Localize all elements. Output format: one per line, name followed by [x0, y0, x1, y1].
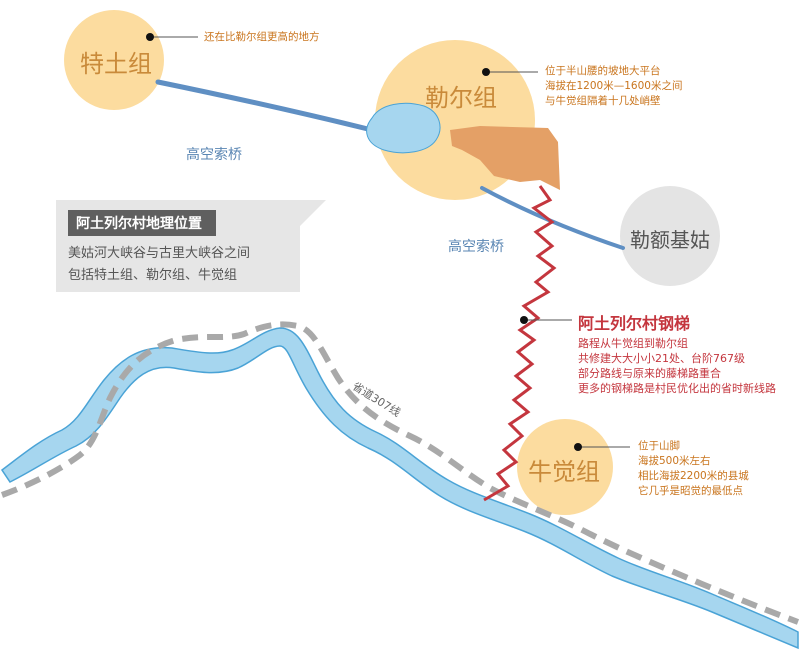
ladder-note-line: 路程从牛觉组到勒尔组: [578, 337, 688, 350]
niujue-note-line: 它几乎是昭觉的最低点: [638, 485, 743, 497]
niujue-label: 牛觉组: [528, 458, 600, 486]
leer-note-line: 海拔在1200米—1600米之间: [545, 80, 683, 92]
steel-ladder: [483, 185, 557, 502]
cableway-line-1: [155, 79, 375, 133]
cableway-label-2: 高空索桥: [448, 239, 504, 255]
tetu-label: 特土组: [80, 50, 152, 78]
leer-note-line: 与牛觉组隔着十几处峭壁: [545, 95, 661, 107]
location-info-box: 阿土列尔村地理位置 美姑河大峡谷与古里大峡谷之间 包括特土组、勒尔组、牛觉组: [56, 200, 300, 292]
niujue-note-line: 海拔500米左右: [638, 455, 711, 467]
info-line: 包括特土组、勒尔组、牛觉组: [68, 268, 238, 283]
niujue-dot: [574, 443, 582, 451]
niujue-note-line: 位于山脚: [638, 440, 680, 452]
ladder-note: 路程从牛觉组到勒尔组 共修建大大小小21处、台阶767级 部分路线与原来的藤梯路…: [578, 336, 776, 396]
ladder-note-line: 部分路线与原来的藤梯路重合: [578, 367, 721, 380]
leer-label: 勒尔组: [425, 84, 497, 112]
niujue-circle: [517, 419, 613, 515]
tetu-note: 还在比勒尔组更高的地方: [204, 30, 320, 45]
info-line: 美姑河大峡谷与古里大峡谷之间: [68, 246, 251, 261]
leer-dot: [482, 68, 490, 76]
info-title: 阿土列尔村地理位置: [68, 210, 216, 236]
provincial-road: [0, 321, 800, 625]
tetu-dot: [146, 33, 154, 41]
leer-note-line: 位于半山腰的坡地大平台: [545, 65, 661, 77]
cableway-label-1: 高空索桥: [186, 147, 242, 163]
leejigu-label: 勒额基姑: [630, 228, 710, 252]
ladder-note-line: 更多的钢梯路是村民优化出的省时新线路: [578, 382, 776, 395]
info-box-pointer: [300, 200, 326, 226]
leer-note: 位于半山腰的坡地大平台 海拔在1200米—1600米之间 与牛觉组隔着十几处峭壁: [545, 64, 682, 109]
ladder-title: 阿土列尔村钢梯: [578, 314, 691, 333]
lake: [366, 102, 441, 154]
tetu-circle: [64, 10, 164, 110]
ladder-dot: [520, 316, 528, 324]
niujue-note: 位于山脚 海拔500米左右 相比海拔2200米的县城 它几乎是昭觉的最低点: [638, 439, 749, 499]
ladder-note-line: 共修建大大小小21处、台阶767级: [578, 352, 745, 365]
platform: [450, 126, 560, 190]
leejigu-circle: [620, 186, 720, 286]
river: [0, 327, 799, 650]
tetu-note-line: 还在比勒尔组更高的地方: [204, 31, 320, 43]
niujue-note-line: 相比海拔2200米的县城: [638, 470, 749, 482]
